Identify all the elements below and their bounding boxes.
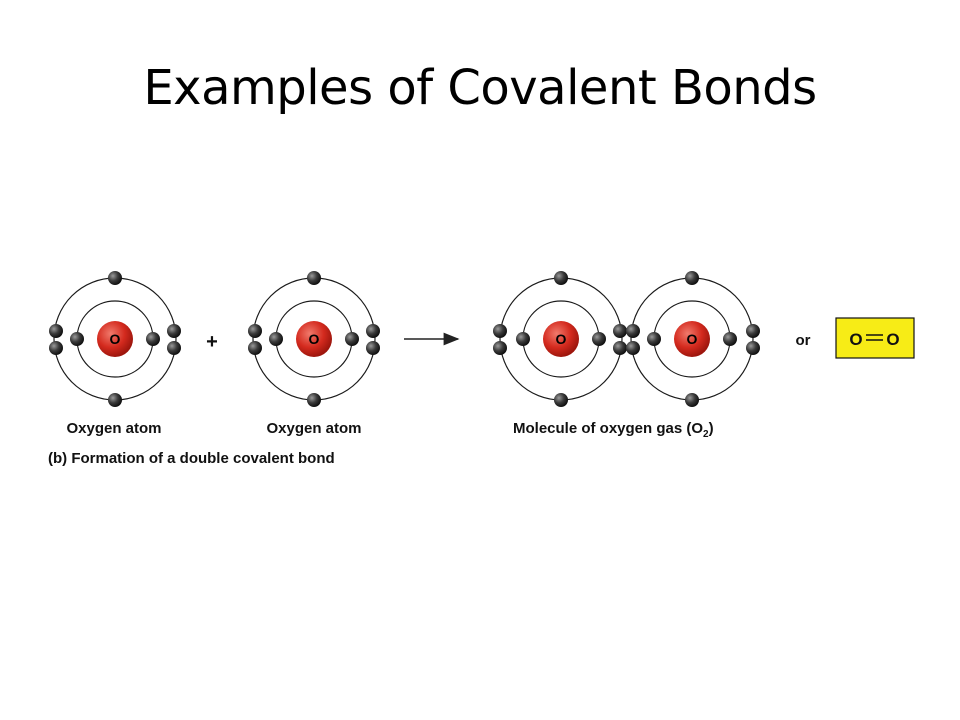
- electron: [592, 332, 606, 346]
- electron: [49, 341, 63, 355]
- electron: [746, 341, 760, 355]
- electron: [554, 393, 568, 407]
- electron: [167, 341, 181, 355]
- electron: [516, 332, 530, 346]
- nucleus-symbol: O: [309, 331, 320, 347]
- electron: [307, 393, 321, 407]
- electron: [746, 324, 760, 338]
- electron: [366, 324, 380, 338]
- electron: [345, 332, 359, 346]
- label-molecule: Molecule of oxygen gas (O2): [513, 420, 714, 440]
- electron: [647, 332, 661, 346]
- slide-title: Examples of Covalent Bonds: [143, 60, 817, 116]
- figure-caption: (b) Formation of a double covalent bond: [48, 450, 335, 467]
- shared-electron: [626, 341, 640, 355]
- electron: [248, 341, 262, 355]
- label-atom-2: Oxygen atom: [266, 420, 361, 437]
- electron: [269, 332, 283, 346]
- structural-formula: O O: [835, 317, 915, 359]
- electron: [167, 324, 181, 338]
- covalent-bond-diagram: O + O: [48, 271, 915, 467]
- nucleus-symbol: O: [110, 331, 121, 347]
- electron: [493, 341, 507, 355]
- oxygen-molecule: O O: [493, 271, 760, 407]
- oxygen-nucleus: [97, 321, 133, 357]
- shared-electron: [613, 341, 627, 355]
- electron: [685, 271, 699, 285]
- electron: [307, 271, 321, 285]
- label-atom-1: Oxygen atom: [66, 420, 161, 437]
- electron: [493, 324, 507, 338]
- shared-electron: [626, 324, 640, 338]
- nucleus-symbol: O: [556, 331, 567, 347]
- electron: [248, 324, 262, 338]
- oxygen-nucleus: [296, 321, 332, 357]
- electron: [723, 332, 737, 346]
- formula-box: [835, 317, 915, 359]
- oxygen-nucleus: [543, 321, 579, 357]
- electron: [685, 393, 699, 407]
- oxygen-nucleus: [674, 321, 710, 357]
- electron: [366, 341, 380, 355]
- or-text: or: [796, 332, 811, 349]
- formula-atom-left: O: [849, 330, 862, 349]
- oxygen-atom-1: O: [49, 271, 181, 407]
- formula-atom-right: O: [886, 330, 899, 349]
- nucleus-symbol: O: [687, 331, 698, 347]
- shared-electron: [613, 324, 627, 338]
- oxygen-atom-2: O: [248, 271, 380, 407]
- electron: [108, 271, 122, 285]
- electron: [554, 271, 568, 285]
- electron: [108, 393, 122, 407]
- plus-sign: +: [206, 331, 218, 353]
- electron: [49, 324, 63, 338]
- electron: [146, 332, 160, 346]
- electron: [70, 332, 84, 346]
